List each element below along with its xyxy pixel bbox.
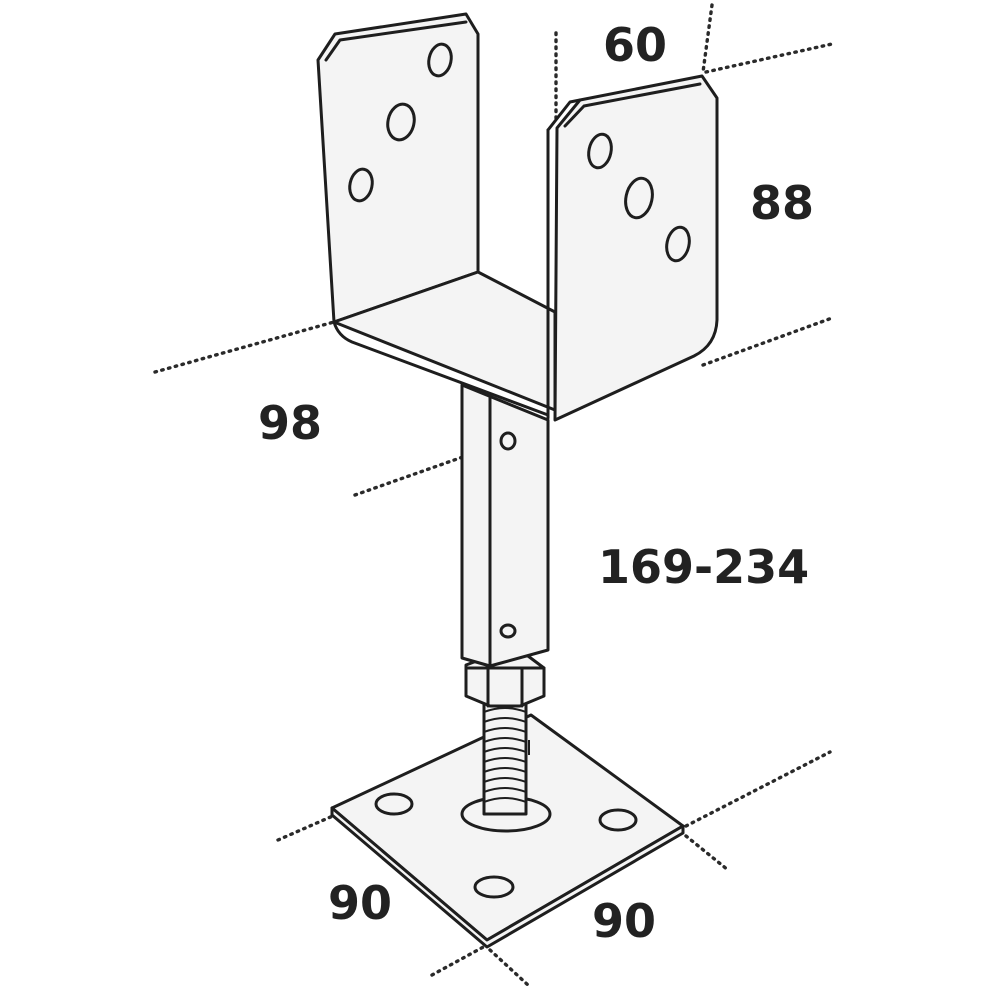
tube-hole-upper — [499, 431, 517, 451]
dimension-bracket-height: 88 — [750, 176, 815, 230]
front-hole-3 — [665, 225, 691, 263]
front-hole-1 — [587, 132, 613, 170]
guide-98-back — [153, 320, 336, 374]
dimension-top-width: 60 — [603, 18, 668, 72]
guide-88-bottom — [701, 316, 834, 367]
front-hole-2 — [624, 176, 654, 220]
base-hole-front — [473, 875, 515, 899]
rod-threads — [483, 707, 527, 803]
tube-body — [460, 383, 550, 668]
square-tube — [460, 383, 550, 668]
tube-hole-lower — [499, 623, 517, 639]
bracket-back-plate — [316, 12, 480, 324]
hex-nut — [464, 654, 546, 708]
base-plate — [330, 713, 685, 949]
base-plate-edge — [330, 806, 685, 949]
threaded-rod — [482, 698, 528, 816]
base-hole-left — [374, 792, 414, 816]
dimension-base-width-right: 90 — [592, 894, 657, 948]
back-hole-2 — [386, 102, 416, 142]
guide-90-right-back — [684, 750, 832, 828]
bracket-front-plate — [553, 74, 719, 422]
guide-90-right-front — [488, 948, 530, 987]
guide-90-left — [276, 813, 337, 842]
guide-60-right — [701, 3, 714, 74]
dimension-bracket-depth: 98 — [258, 396, 323, 450]
guide-88-top — [704, 42, 834, 74]
dimension-base-width-left: 90 — [328, 876, 393, 930]
dimension-adjustable-height: 169-234 — [598, 540, 810, 594]
base-hole-right — [598, 808, 638, 832]
guide-90-left-front — [430, 943, 489, 977]
back-hole-1 — [427, 42, 453, 78]
back-hole-3 — [348, 167, 374, 203]
u-bracket — [316, 12, 719, 422]
guide-90-right — [684, 834, 730, 872]
